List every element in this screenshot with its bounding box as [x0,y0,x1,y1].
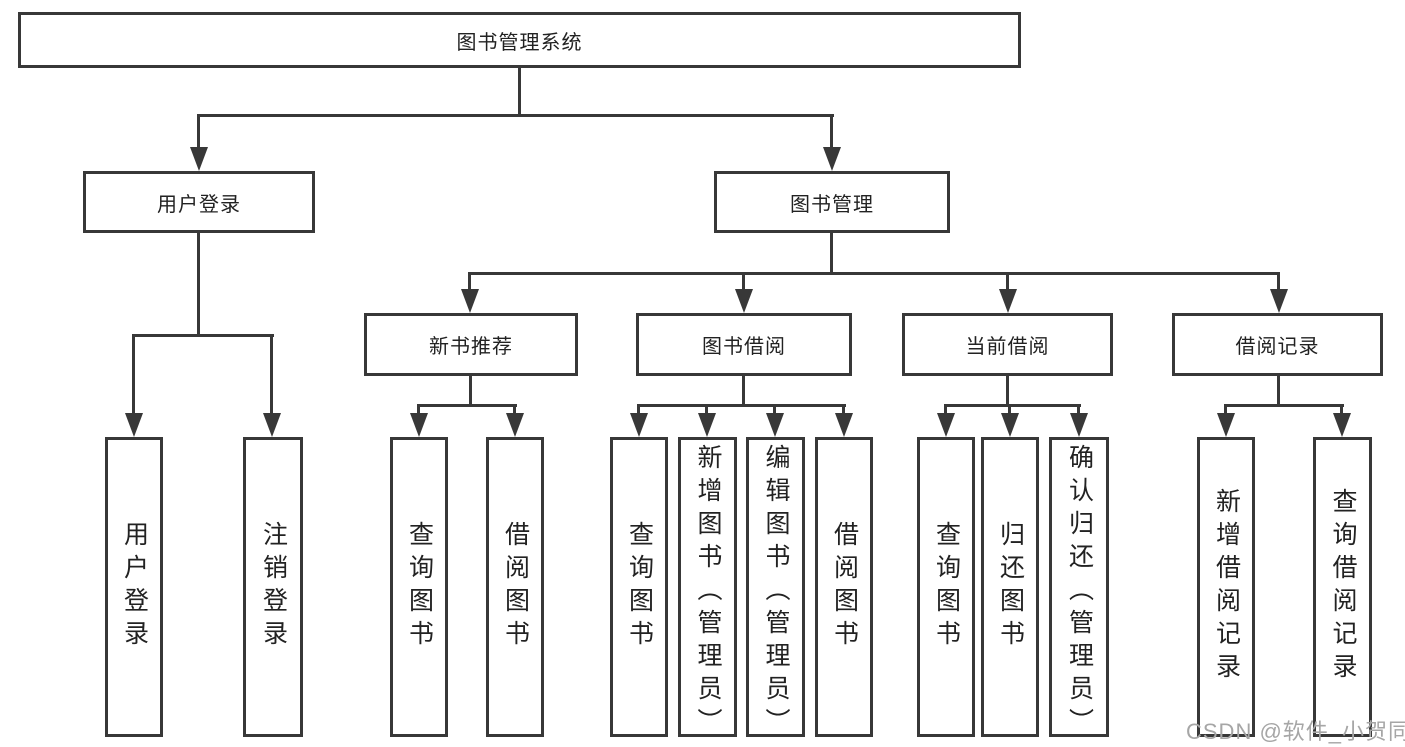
leaf-return-book: 归还图书 [981,437,1039,737]
leaf-label: 查询图书 [625,521,654,653]
connector-line [944,404,1081,407]
node-book-management: 图书管理 [714,171,950,233]
leaf-label: 查询图书 [932,521,961,653]
connector-line [637,404,846,407]
connector-line [468,272,471,290]
connector-line [417,404,420,414]
arrow-down-icon [1070,413,1088,437]
connector-line [518,68,521,114]
arrow-down-icon [835,413,853,437]
node-label: 图书管理系统 [456,31,583,54]
connector-line [198,114,834,117]
connector-line [742,376,745,407]
node-label: 借阅记录 [1235,336,1320,358]
arrow-down-icon [999,289,1017,313]
leaf-confirm-return-admin: 确认归还（管理员） [1049,437,1109,741]
leaf-label: 借阅图书 [501,521,530,653]
node-label: 图书借阅 [702,336,786,358]
arrow-down-icon [461,289,479,313]
leaf-borrow-books-borrow: 借阅图书 [815,437,873,737]
leaf-label: 新增图书（管理员） [694,444,722,741]
leaf-borrow-books-recommend: 借阅图书 [486,437,544,737]
leaf-add-borrow-record: 新增借阅记录 [1197,437,1255,737]
leaf-label: 编辑图书（管理员） [762,444,790,741]
leaf-query-books-borrow: 查询图书 [610,437,668,737]
leaf-query-books-recommend: 查询图书 [390,437,448,737]
leaf-user-login: 用户登录 [105,437,163,737]
leaf-logout: 注销登录 [243,437,303,737]
connector-line [842,404,845,414]
node-root-library-management-system: 图书管理系统 [18,12,1021,68]
leaf-query-borrow-record: 查询借阅记录 [1313,437,1372,737]
leaf-label: 确认归还（管理员） [1065,444,1094,741]
arrow-down-icon [698,413,716,437]
arrow-down-icon [506,413,524,437]
connector-line [1006,272,1009,290]
node-user-login: 用户登录 [83,171,315,233]
leaf-add-book-admin: 新增图书（管理员） [678,437,737,741]
arrow-down-icon [1333,413,1351,437]
node-label: 图书管理 [790,193,874,216]
arrow-down-icon [263,413,281,437]
arrow-down-icon [823,147,841,171]
node-book-borrow: 图书借阅 [636,313,852,376]
leaf-label: 注销登录 [259,521,288,653]
leaf-label: 查询借阅记录 [1329,488,1357,686]
arrow-down-icon [1217,413,1235,437]
arrow-down-icon [410,413,428,437]
connector-line [513,404,516,414]
connector-line [830,114,833,148]
connector-line [1277,272,1280,290]
connector-line [197,232,200,335]
node-current-borrow: 当前借阅 [902,313,1113,376]
leaf-label: 查询图书 [405,521,434,653]
connector-line [637,404,640,414]
connector-line [469,376,472,407]
leaf-query-books-current: 查询图书 [917,437,975,737]
node-label: 用户登录 [157,193,241,216]
connector-line [944,404,947,414]
node-new-book-recommend: 新书推荐 [364,313,578,376]
leaf-label: 用户登录 [120,521,149,653]
connector-line [1224,404,1227,414]
node-borrow-records: 借阅记录 [1172,313,1383,376]
connector-line [1006,376,1009,407]
leaf-label: 归还图书 [996,521,1025,653]
arrow-down-icon [125,413,143,437]
arrow-down-icon [735,289,753,313]
connector-line [1008,404,1011,414]
arrow-down-icon [1270,289,1288,313]
arrow-down-icon [190,147,208,171]
arrow-down-icon [937,413,955,437]
leaf-label: 新增借阅记录 [1212,488,1241,686]
connector-line [830,232,833,274]
connector-line [773,404,776,414]
arrow-down-icon [630,413,648,437]
node-label: 新书推荐 [429,336,513,358]
connector-line [1340,404,1343,414]
leaf-edit-book-admin: 编辑图书（管理员） [746,437,805,741]
connector-line [270,334,273,414]
connector-line [742,272,745,290]
connector-line [132,334,274,337]
connector-line [705,404,708,414]
connector-line [1077,404,1080,414]
node-label: 当前借阅 [965,336,1050,358]
connector-line [1277,376,1280,407]
connector-line [197,114,200,148]
leaf-label: 借阅图书 [830,521,859,653]
watermark: CSDN @软件_小贺同学 [1186,719,1405,744]
connector-line [132,334,135,414]
connector-line [417,404,517,407]
arrow-down-icon [1001,413,1019,437]
connector-line [1224,404,1344,407]
arrow-down-icon [766,413,784,437]
connector-line [468,272,1280,275]
